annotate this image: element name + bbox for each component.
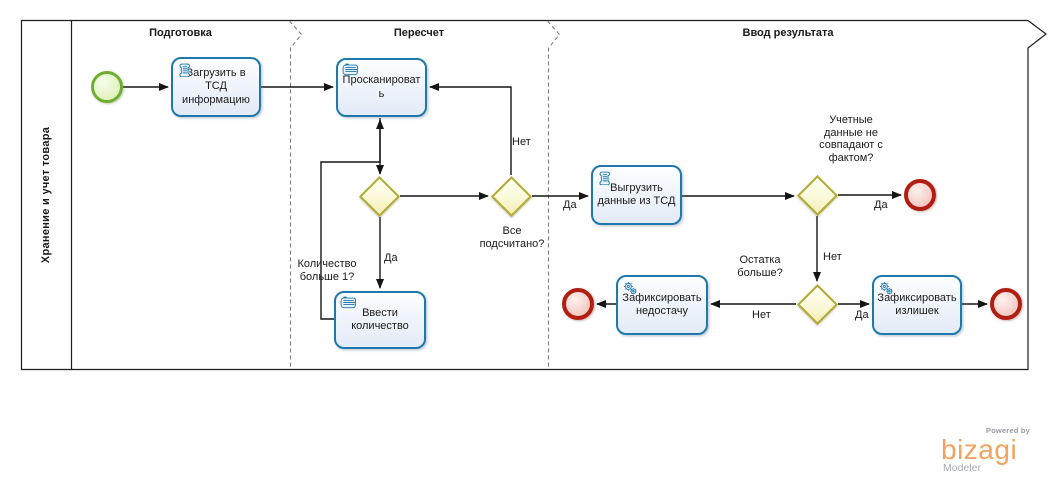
task-label: Просканировать bbox=[342, 74, 421, 100]
task-label: Загрузить в ТСД информацию bbox=[182, 66, 250, 106]
flow-label-yes: Да bbox=[563, 199, 577, 211]
pool-label[interactable]: Хранение и учет товара bbox=[22, 21, 71, 369]
script-icon bbox=[599, 171, 610, 185]
task-record-shortage[interactable]: Зафиксировать недостачу bbox=[616, 275, 708, 335]
end-event-mismatch[interactable] bbox=[904, 179, 936, 211]
service-gear-icon bbox=[623, 281, 637, 295]
manual-hand-icon bbox=[340, 296, 356, 309]
flow-enterqty-loop-to-scan[interactable] bbox=[320, 119, 384, 320]
task-label: Зафиксировать излишек bbox=[877, 291, 957, 318]
task-load-to-tsd[interactable]: Загрузить в ТСД информацию bbox=[171, 57, 261, 117]
task-label: Зафиксировать недостачу bbox=[622, 291, 702, 318]
flow-label-yes: Да bbox=[855, 309, 869, 321]
phase-header-result-entry[interactable]: Ввод результата bbox=[742, 27, 834, 39]
task-label: Выгрузить данные из ТСД bbox=[597, 181, 676, 208]
service-gear-icon bbox=[879, 281, 893, 295]
modeler-text: Modeler bbox=[943, 461, 981, 474]
gateway-label-remainder: Остатка больше? bbox=[737, 254, 783, 279]
end-event-shortage[interactable] bbox=[562, 288, 594, 320]
phase-header-preparation[interactable]: Подготовка bbox=[149, 27, 212, 39]
flow-counted-gateway-no-to-scan[interactable] bbox=[429, 83, 512, 175]
task-unload-from-tsd[interactable]: Выгрузить данные из ТСД bbox=[591, 165, 682, 225]
flow-label-yes: Да bbox=[384, 252, 398, 264]
phase-header-recount[interactable]: Пересчет bbox=[393, 27, 445, 39]
pool-frame[interactable] bbox=[20, 19, 1047, 371]
powered-by-text: Powered by bbox=[985, 426, 1030, 435]
flow-label-yes: Да bbox=[874, 199, 888, 211]
task-scan[interactable]: Просканировать bbox=[336, 58, 427, 117]
end-event-surplus[interactable] bbox=[990, 288, 1022, 320]
pool-label-text: Хранение и учет товара bbox=[40, 126, 53, 264]
gateway-label-quantity: Количество больше 1? bbox=[297, 258, 357, 283]
gateway-label-all-counted: Все подсчитано? bbox=[479, 225, 545, 250]
flow-label-no: Нет bbox=[512, 136, 531, 148]
flow-label-no: Нет bbox=[752, 309, 771, 321]
task-enter-quantity[interactable]: Ввести количество bbox=[334, 291, 426, 349]
script-icon bbox=[179, 63, 190, 77]
phase-separator-1[interactable] bbox=[289, 20, 303, 369]
manual-hand-icon bbox=[342, 63, 358, 76]
flow-label-no: Нет bbox=[823, 251, 842, 263]
start-event[interactable] bbox=[91, 71, 123, 103]
gateway-label-mismatch: Учетные данные не совпадают с фактом? bbox=[819, 114, 883, 164]
bizagi-watermark: Powered by bizagi Modeler bbox=[941, 427, 1033, 473]
task-record-surplus[interactable]: Зафиксировать излишек bbox=[872, 275, 962, 335]
phase-separator-2[interactable] bbox=[547, 20, 561, 369]
bizagi-logo-text: bizagi bbox=[941, 433, 1018, 465]
task-label: Ввести количество bbox=[351, 306, 409, 333]
